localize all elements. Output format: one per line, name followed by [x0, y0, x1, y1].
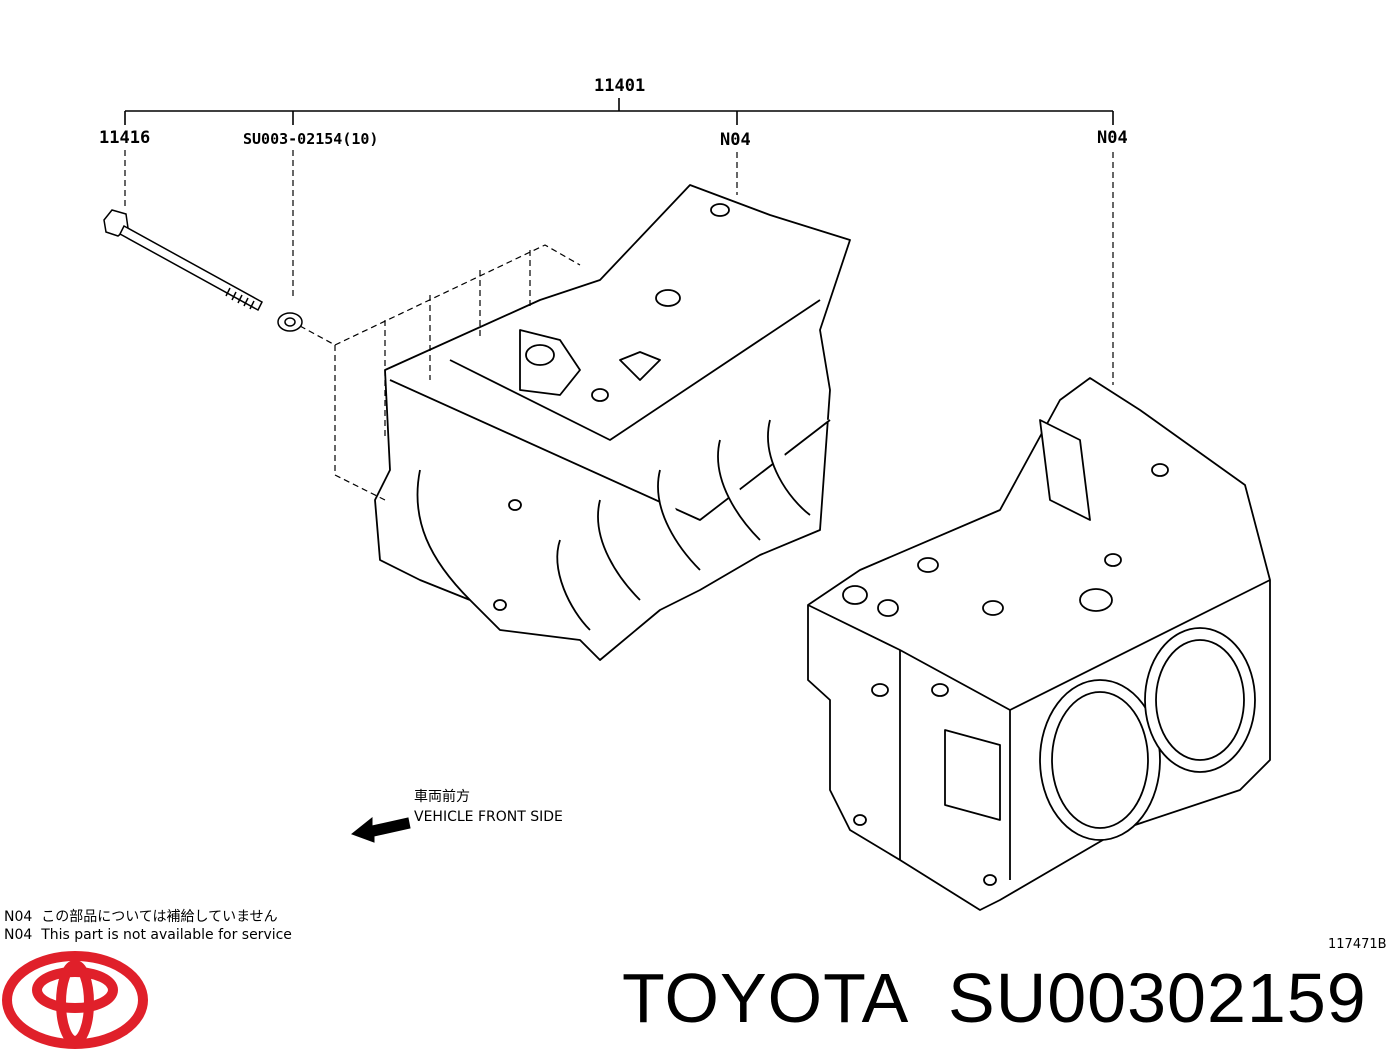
lower-block [807, 377, 1271, 911]
note-line-en: N04 This part is not available for servi… [4, 927, 292, 943]
callout-bolt: 11416 [99, 128, 151, 148]
direction-label-jp: 車両前方 [414, 789, 470, 805]
note-line-jp: N04 この部品については補給していません [4, 906, 278, 926]
callout-lower-block: N04 [1097, 128, 1128, 148]
dashed-leaders [124, 150, 1114, 385]
note-code: N04 [4, 927, 33, 943]
brand-name: TOYOTA [622, 959, 910, 1037]
note-text: この部品については補給していません [41, 909, 278, 925]
callout-washer: SU003-02154(10) [243, 130, 379, 148]
leader-lines [124, 98, 1114, 125]
direction-label-en: VEHICLE FRONT SIDE [414, 809, 563, 825]
note-code: N04 [4, 909, 33, 925]
front-direction-arrow [350, 816, 411, 843]
toyota-logo [2, 951, 148, 1049]
callout-assembly: 11401 [594, 76, 646, 96]
note-text: This part is not available for service [41, 927, 292, 943]
part-number: SU00302159 [948, 959, 1367, 1037]
washer-part [277, 312, 303, 332]
bolt-part [103, 209, 263, 312]
callout-upper-case: N04 [720, 130, 751, 150]
upper-crankcase [374, 184, 851, 661]
direction-label: 車両前方 VEHICLE FRONT SIDE [414, 787, 563, 827]
figure-number: 117471B [1328, 937, 1387, 952]
phantom-box [334, 244, 581, 501]
